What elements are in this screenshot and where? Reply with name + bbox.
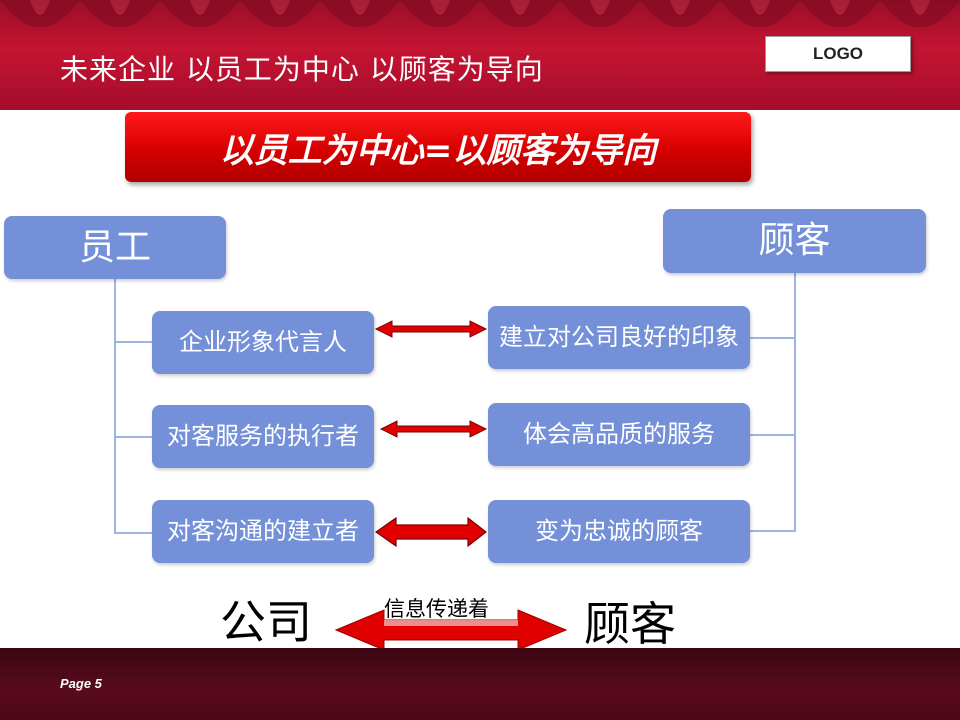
banner-text: 以员工为中心=以顾客为导向 xyxy=(219,130,657,171)
left-branch-line-2 xyxy=(114,436,152,438)
node-customer: 顾客 xyxy=(663,209,926,273)
node-employee: 员工 xyxy=(4,216,226,279)
double-arrow-2 xyxy=(379,420,488,438)
right-branch-line-1 xyxy=(750,337,796,339)
curtain-decoration xyxy=(0,0,960,28)
right-branch-line-3 xyxy=(750,530,796,532)
node-right-item-2: 体会高品质的服务 xyxy=(488,403,750,466)
right-trunk-line xyxy=(794,272,796,532)
node-employee-label: 员工 xyxy=(78,226,151,268)
node-customer-label: 顾客 xyxy=(758,220,831,262)
node-right-item-1: 建立对公司良好的印象 xyxy=(488,306,750,369)
node-left-item-2: 对客服务的执行者 xyxy=(152,405,374,468)
bottom-double-arrow xyxy=(334,609,568,651)
node-left-item-1: 企业形象代言人 xyxy=(152,311,374,374)
node-right-item-1-label: 建立对公司良好的印象 xyxy=(499,322,739,351)
node-left-item-3-label: 对客沟通的建立者 xyxy=(167,516,359,545)
node-right-item-2-label: 体会高品质的服务 xyxy=(523,419,715,448)
page-number: Page 5 xyxy=(60,676,102,691)
logo: LOGO xyxy=(765,36,911,72)
page-title: 未来企业 以员工为中心 以顾客为导向 xyxy=(60,53,544,86)
node-right-item-3: 变为忠诚的顾客 xyxy=(488,500,750,563)
node-right-item-3-label: 变为忠诚的顾客 xyxy=(535,516,703,545)
double-arrow-3 xyxy=(374,516,487,548)
left-branch-line-3 xyxy=(114,532,152,534)
title-banner: 以员工为中心=以顾客为导向 xyxy=(125,112,751,182)
left-branch-line-1 xyxy=(114,341,152,343)
node-left-item-3: 对客沟通的建立者 xyxy=(152,500,374,563)
node-left-item-2-label: 对客服务的执行者 xyxy=(167,421,359,450)
bottom-word-customer: 顾客 xyxy=(584,597,676,651)
info-flow-label: 信息传递着 xyxy=(384,597,489,621)
footer-bar xyxy=(0,648,960,720)
double-arrow-1 xyxy=(374,320,488,338)
node-left-item-1-label: 企业形象代言人 xyxy=(179,327,347,356)
left-trunk-line xyxy=(114,278,116,534)
right-branch-line-2 xyxy=(750,434,796,436)
bottom-word-company: 公司 xyxy=(220,595,312,649)
